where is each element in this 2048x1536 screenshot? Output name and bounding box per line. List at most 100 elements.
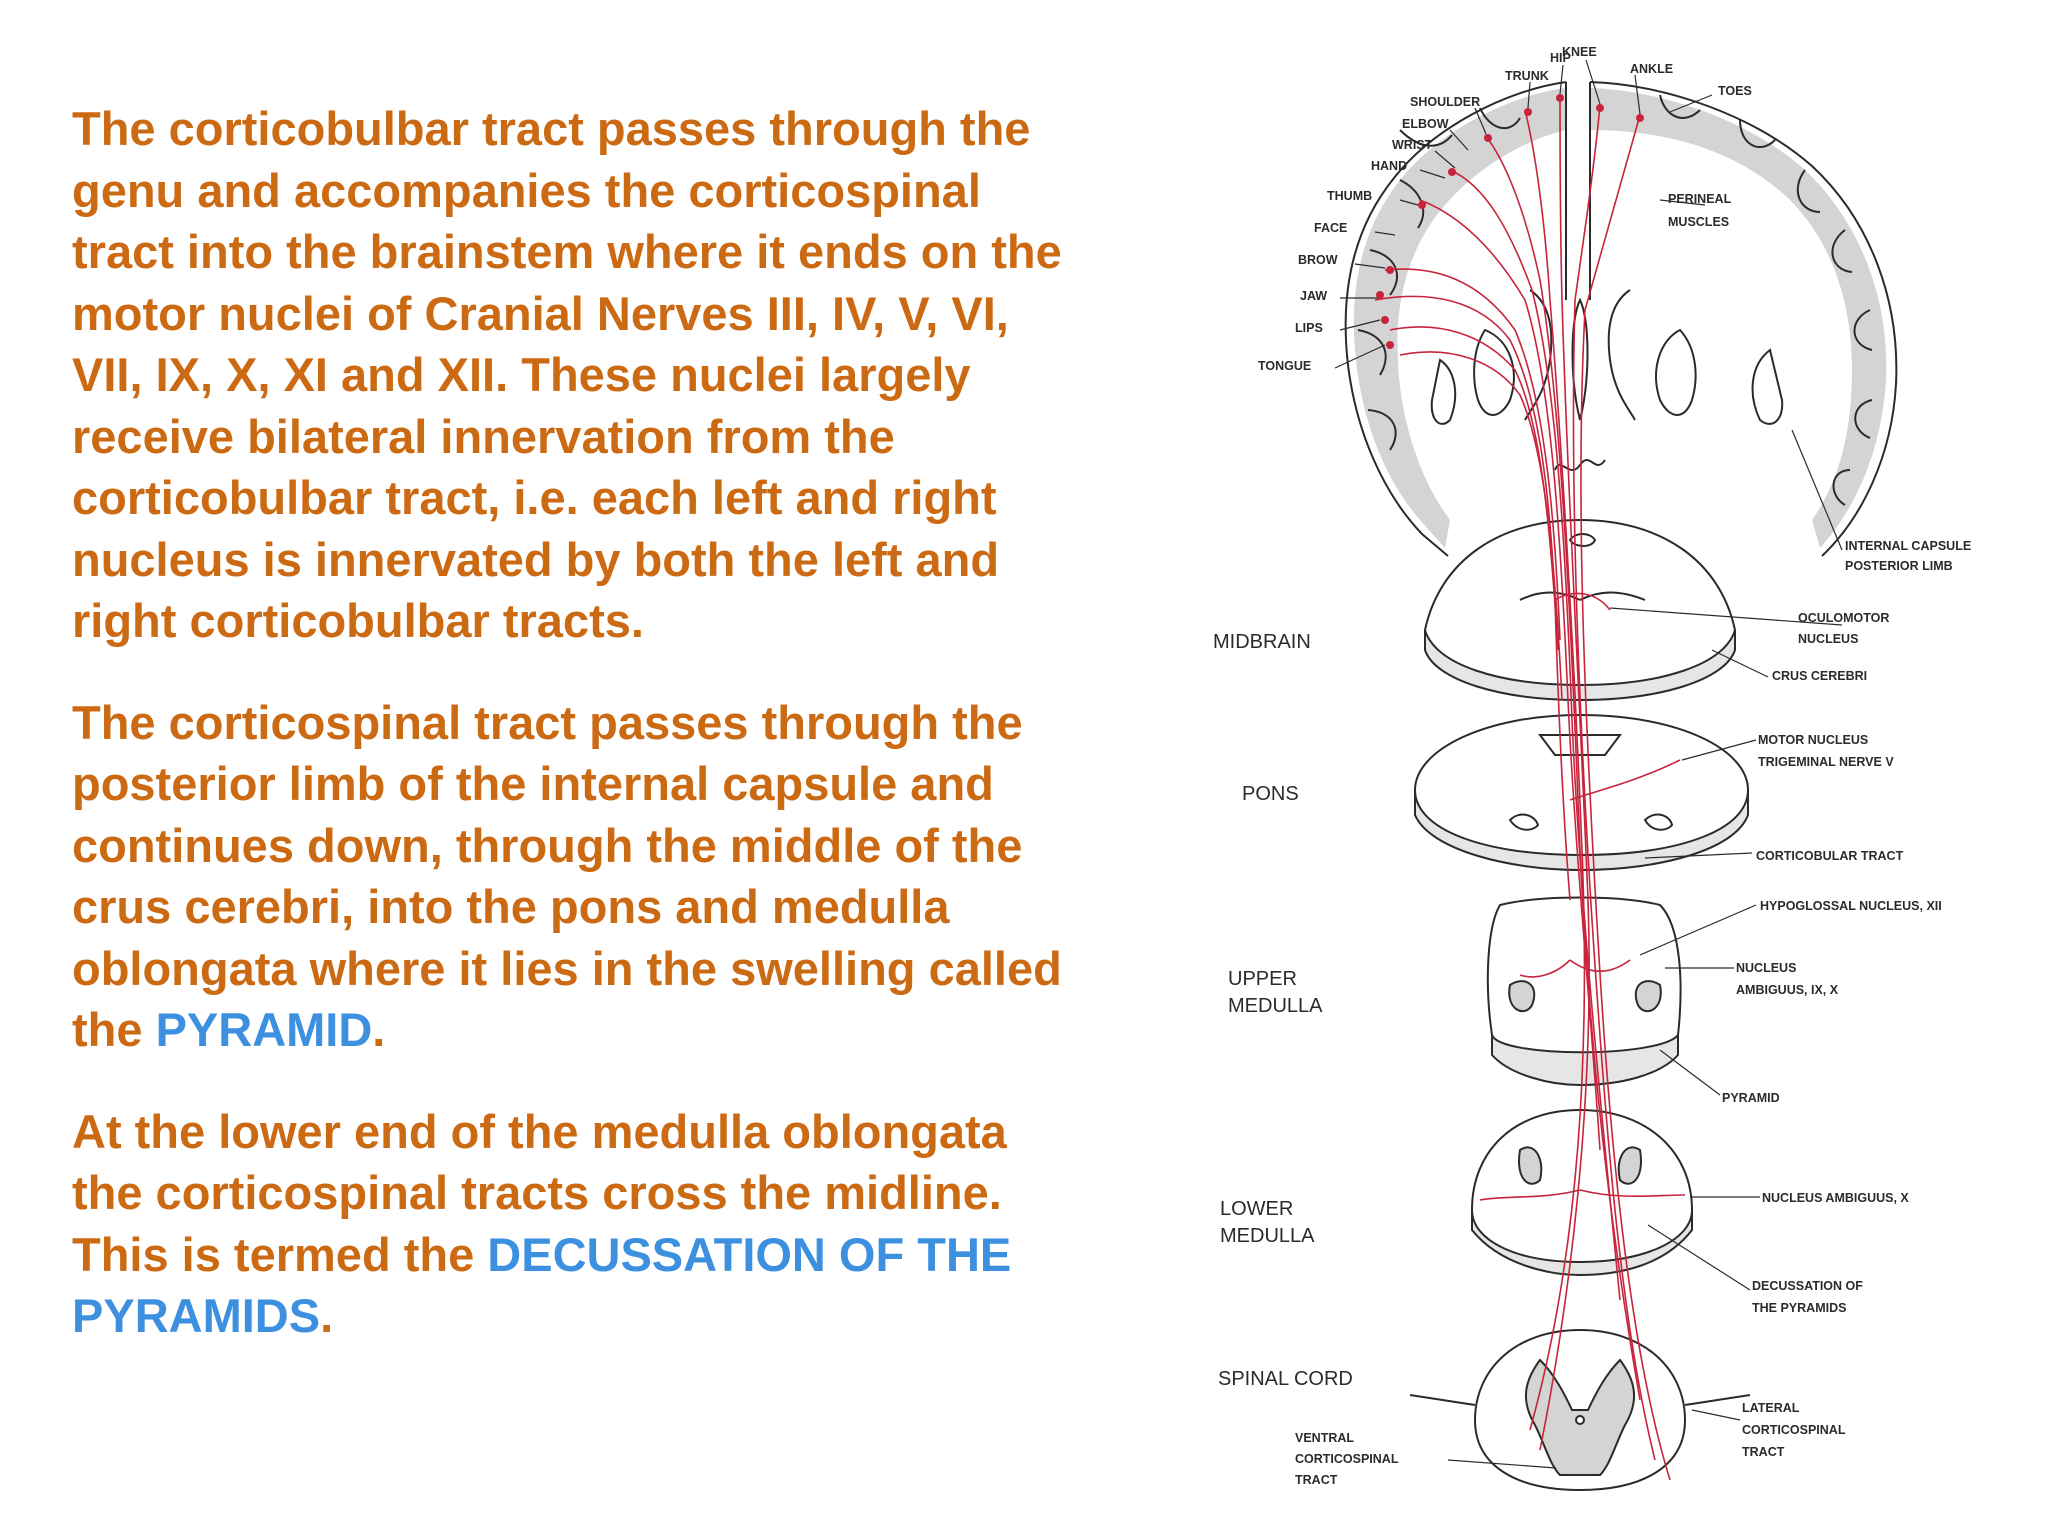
label-face: FACE xyxy=(1314,221,1347,235)
tract-lips xyxy=(1389,326,1559,651)
label-ankle: ANKLE xyxy=(1630,62,1673,76)
tract-tongue xyxy=(1399,351,1563,701)
label-decussation-2: THE PYRAMIDS xyxy=(1752,1301,1846,1315)
midbrain-section xyxy=(1423,518,1737,702)
leader-hypoglossal xyxy=(1639,904,1757,956)
label-ventral-2: CORTICOSPINAL xyxy=(1295,1452,1399,1466)
leader-thumb xyxy=(1399,199,1419,206)
tract-trunk xyxy=(1524,109,1586,1431)
longitudinal-fissure xyxy=(1565,82,1591,300)
central-canal xyxy=(1575,1415,1585,1425)
leader-decussation xyxy=(1647,1224,1751,1291)
label-pyramid: PYRAMID xyxy=(1722,1091,1780,1105)
leader-pyramid xyxy=(1659,1049,1721,1096)
motor-pathway-diagram: TRUNK HIP KNEE ANKLE TOES SHOULDER ELBOW… xyxy=(1213,45,1971,1492)
paragraph-decussation: At the lower end of the medulla oblongat… xyxy=(72,1101,1072,1347)
label-hand: HAND xyxy=(1371,159,1407,173)
label-lateral-2: CORTICOSPINAL xyxy=(1742,1423,1846,1437)
leader-lateral xyxy=(1691,1409,1741,1421)
leader-oculomotor xyxy=(1609,607,1843,626)
marker-tongue xyxy=(1386,341,1394,349)
pyramid-highlight: PYRAMID xyxy=(155,1003,373,1056)
label-internal-capsule-1: INTERNAL CAPSULE xyxy=(1845,539,1971,553)
lower-medulla-branch xyxy=(1479,1189,1686,1201)
label-jaw: JAW xyxy=(1300,289,1327,303)
ambiguus-branch xyxy=(1519,959,1631,978)
paragraph-corticospinal: The corticospinal tract passes through t… xyxy=(72,692,1072,1061)
dorsal-root xyxy=(1409,1394,1751,1406)
label-brow: BROW xyxy=(1298,253,1338,267)
paragraph-corticospinal-end: . xyxy=(372,1003,386,1056)
marker-brow xyxy=(1386,266,1394,274)
inferior-olive xyxy=(1508,980,1662,1012)
label-crus: CRUS CEREBRI xyxy=(1772,669,1867,683)
label-trigeminal-1: MOTOR NUCLEUS xyxy=(1758,733,1868,747)
brain-outline xyxy=(1344,81,1898,557)
label-spinal-cord: SPINAL CORD xyxy=(1218,1368,1353,1390)
decussation-highlight: DECUSSATION OF THE PYRAMIDS xyxy=(72,1227,1012,1343)
label-upper-medulla-2: MEDULLA xyxy=(1228,995,1323,1017)
paragraph-corticobulbar: The corticobulbar tract passes through t… xyxy=(72,98,1072,652)
label-lower-medulla-1: LOWER xyxy=(1220,1198,1293,1220)
leader-internal-capsule xyxy=(1791,429,1843,551)
label-lateral-1: LATERAL xyxy=(1742,1401,1800,1415)
label-perineal-1: PERINEAL xyxy=(1668,192,1732,206)
leader-brow xyxy=(1354,263,1386,269)
tract-hip xyxy=(1539,94,1590,1451)
leader-face xyxy=(1374,231,1396,236)
label-oculomotor-2: NUCLEUS xyxy=(1798,632,1858,646)
label-perineal-2: MUSCLES xyxy=(1668,215,1729,229)
tract-knee xyxy=(1572,104,1656,1461)
leader-perineal xyxy=(1659,199,1706,206)
right-sulci xyxy=(1659,94,1873,506)
label-lateral-3: TRACT xyxy=(1742,1445,1785,1459)
label-ambiguus-x: NUCLEUS AMBIGUUS, X xyxy=(1762,1191,1909,1205)
marker-thumb xyxy=(1418,201,1426,209)
trigeminal-branch xyxy=(1569,759,1681,801)
cerebral-aqueduct xyxy=(1568,533,1597,547)
label-knee: KNEE xyxy=(1562,45,1597,59)
right-structure-labels: INTERNAL CAPSULE POSTERIOR LIMB OCULOMOT… xyxy=(1722,539,1971,1459)
leader-tongue xyxy=(1334,344,1386,369)
label-wrist: WRIST xyxy=(1392,138,1433,152)
oculomotor-branch xyxy=(1554,592,1611,611)
leader-ankle xyxy=(1634,74,1641,115)
marker-hand xyxy=(1448,168,1456,176)
tract-ankle xyxy=(1580,114,1671,1481)
leader-corticobulbar xyxy=(1644,852,1753,859)
marker-trunk xyxy=(1524,108,1532,116)
tract-shoulder xyxy=(1484,134,1641,1401)
label-trunk: TRUNK xyxy=(1505,69,1549,83)
paragraph-decussation-text: At the lower end of the medulla oblongat… xyxy=(72,1104,1007,1281)
paragraph-corticospinal-text: The corticospinal tract passes through t… xyxy=(72,695,1062,1057)
label-ambiguus-2: AMBIGUUS, IX, X xyxy=(1736,983,1839,997)
label-midbrain: MIDBRAIN xyxy=(1213,631,1311,653)
homunculus-labels: TRUNK HIP KNEE ANKLE TOES SHOULDER ELBOW… xyxy=(1258,45,1752,373)
leader-wrist xyxy=(1434,150,1456,169)
paragraph-decussation-end: . xyxy=(320,1289,334,1342)
tract-face xyxy=(1374,295,1571,901)
label-shoulder: SHOULDER xyxy=(1410,95,1480,109)
leader-shoulder xyxy=(1474,107,1487,135)
label-ambiguus-1: NUCLEUS xyxy=(1736,961,1796,975)
label-hip: HIP xyxy=(1550,51,1571,65)
label-tongue: TONGUE xyxy=(1258,359,1311,373)
cortex-markers xyxy=(1376,94,1644,349)
paragraph-corticobulbar-text: The corticobulbar tract passes through t… xyxy=(72,102,1062,647)
label-lips: LIPS xyxy=(1295,321,1323,335)
lower-medulla-top xyxy=(1470,1108,1694,1264)
label-oculomotor-1: OCULOMOTOR xyxy=(1798,611,1889,625)
lower-medulla-section xyxy=(1470,1108,1694,1277)
leader-elbow xyxy=(1449,129,1469,151)
leader-trigeminal xyxy=(1681,739,1757,761)
insula xyxy=(1430,348,1784,425)
tract-lines xyxy=(1374,94,1686,1481)
label-lower-medulla-2: MEDULLA xyxy=(1220,1225,1315,1247)
lateral-ventricles xyxy=(1524,289,1636,421)
text-column: The corticobulbar tract passes through t… xyxy=(72,98,1072,1387)
marker-knee xyxy=(1596,104,1604,112)
marker-shoulder xyxy=(1484,134,1492,142)
leader-crus xyxy=(1711,649,1769,678)
cerebrum-section xyxy=(1344,81,1898,557)
tract-hand xyxy=(1449,169,1621,1301)
